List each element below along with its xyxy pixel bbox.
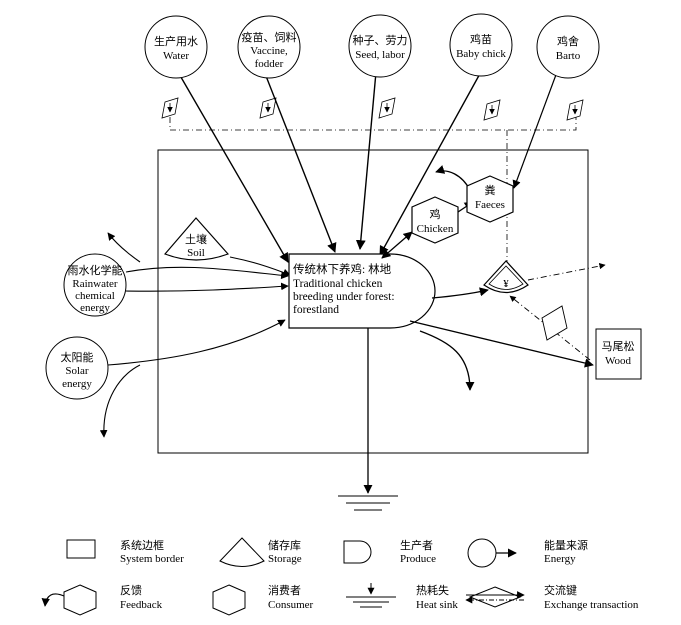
producer-forestland: 传统林下养鸡: 林地 Traditional chicken breeding … (288, 253, 436, 329)
svg-text:Heat sink: Heat sink (416, 599, 458, 611)
source-solar: 太阳能 Solar energy (45, 336, 109, 400)
svg-text:储存库: 储存库 (268, 538, 301, 552)
svg-text:雨水化学能: 雨水化学能 (68, 263, 123, 277)
legend-feedback-symbol (63, 584, 97, 616)
svg-text:太阳能: 太阳能 (61, 350, 94, 364)
svg-text:Solar: Solar (65, 365, 89, 377)
svg-text:Consumer: Consumer (268, 599, 314, 611)
money-exchange-lines (509, 262, 606, 361)
svg-text:energy: energy (62, 378, 92, 390)
exchange-line (169, 117, 577, 262)
legend-heatsink-symbol (346, 583, 396, 608)
svg-text:fodder: fodder (255, 58, 284, 70)
svg-text:Storage: Storage (268, 553, 302, 565)
svg-text:Faeces: Faeces (475, 199, 505, 211)
legend-energy-symbol (467, 538, 497, 568)
svg-text:土壤: 土壤 (185, 232, 207, 246)
svg-text:Baby chick: Baby chick (456, 48, 506, 60)
svg-text:Rainwater: Rainwater (72, 278, 118, 290)
source-chick: 鸡苗 Baby chick (449, 13, 513, 77)
legend-border-symbol (66, 539, 96, 559)
svg-text:生产用水: 生产用水 (154, 34, 198, 48)
source-water: 生产用水 Water (144, 15, 208, 79)
svg-text:鸡苗: 鸡苗 (470, 32, 492, 46)
consumer-faeces: 粪 Faeces (466, 175, 514, 223)
svg-text:Water: Water (163, 50, 189, 62)
svg-text:Wood: Wood (605, 355, 632, 367)
source-seed: 种子、劳力 Seed, labor (348, 14, 412, 78)
svg-text:马尾松: 马尾松 (602, 339, 635, 353)
svg-text:Seed, labor: Seed, labor (355, 49, 405, 61)
system-border (157, 149, 589, 454)
svg-text:forestland: forestland (293, 304, 339, 316)
source-rain: 雨水化学能 Rainwater chemical energy (63, 253, 127, 317)
diamond-arrows (167, 103, 578, 115)
svg-text:疫苗、饲料: 疫苗、饲料 (242, 30, 297, 44)
producer-outputs (363, 287, 594, 494)
source-barto: 鸡舍 Barto (536, 15, 600, 79)
svg-text:energy: energy (80, 302, 110, 314)
left-flows (99, 232, 291, 438)
exchange-diamond-wood (541, 305, 568, 341)
money-storage: ¥ (483, 260, 529, 294)
svg-text:Vaccine,: Vaccine, (250, 45, 288, 57)
legend-storage-symbol (219, 537, 265, 567)
output-wood: 马尾松 Wood (595, 328, 642, 380)
svg-text:Chicken: Chicken (417, 223, 454, 235)
svg-text:能量来源: 能量来源 (544, 538, 588, 552)
svg-text:鸡: 鸡 (430, 207, 441, 221)
legend-consumer-symbol (212, 584, 246, 616)
svg-text:¥: ¥ (503, 278, 509, 290)
svg-text:热耗失: 热耗失 (416, 584, 449, 597)
svg-text:System border: System border (120, 553, 184, 565)
svg-text:鸡舍: 鸡舍 (557, 34, 579, 48)
svg-text:粪: 粪 (485, 183, 496, 197)
svg-text:Feedback: Feedback (120, 599, 163, 611)
consumer-chicken: 鸡 Chicken (411, 196, 459, 244)
svg-text:Soil: Soil (187, 247, 205, 259)
source-vaccine: 疫苗、饲料 Vaccine, fodder (237, 15, 301, 79)
svg-text:生产者: 生产者 (400, 538, 433, 552)
legend-produce-symbol (343, 540, 372, 564)
svg-text:交流键: 交流键 (544, 583, 577, 597)
heat-sink (338, 495, 398, 511)
svg-text:系统边框: 系统边框 (120, 539, 164, 552)
svg-text:Produce: Produce (400, 553, 436, 565)
barto-arrow (512, 71, 558, 189)
legend-exchange-symbol (465, 586, 525, 608)
legend: 系统边框 System border 储存库 Storage 生产者 Produ… (41, 537, 639, 616)
svg-text:消费者: 消费者 (268, 583, 301, 597)
svg-text:传统林下养鸡: 林地: 传统林下养鸡: 林地 (293, 262, 392, 276)
storage-soil: 土壤 Soil (163, 217, 230, 261)
svg-text:breeding under forest:: breeding under forest: (293, 291, 395, 303)
svg-text:Barto: Barto (556, 50, 581, 62)
svg-text:种子、劳力: 种子、劳力 (353, 33, 408, 47)
svg-text:chemical: chemical (75, 290, 115, 302)
svg-text:反馈: 反馈 (120, 584, 142, 597)
svg-text:Energy: Energy (544, 553, 576, 565)
input-arrows (177, 69, 483, 263)
svg-text:Exchange transaction: Exchange transaction (544, 599, 639, 611)
svg-text:Traditional chicken: Traditional chicken (293, 278, 383, 290)
